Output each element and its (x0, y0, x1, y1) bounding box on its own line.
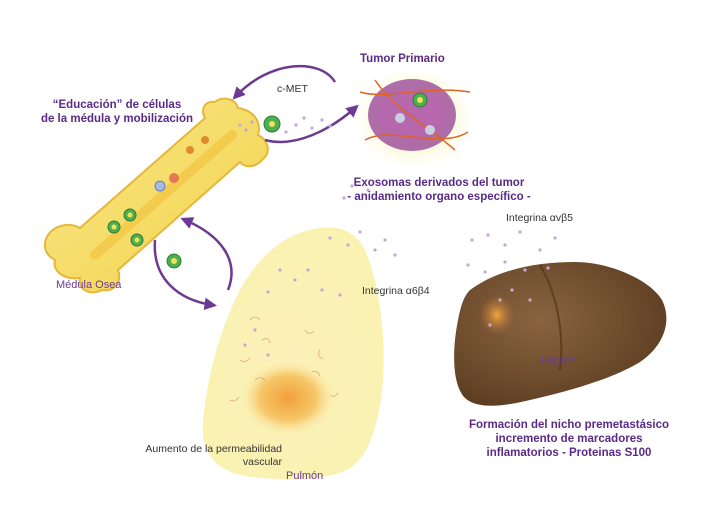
label-bone-marrow: Médula Osea (56, 279, 122, 291)
arrow-marrow-to-tumor (264, 104, 359, 144)
circulation-arrows (153, 64, 359, 311)
title-primary-tumor: Tumor Primario (360, 53, 445, 65)
lung-vessels (229, 316, 339, 402)
title-education-line2: de la médula y mobilización (40, 113, 194, 125)
label-permeability-line2: vascular (242, 456, 282, 468)
arrow-lung-to-marrow (180, 217, 233, 291)
lung-lesion (240, 360, 336, 436)
label-liver: Hígado (541, 355, 577, 367)
title-exosomes-line1: Exosomas derivados del tumor (353, 177, 525, 189)
liver-lesion (479, 295, 515, 335)
title-niche-line1: Formación del nicho premetastásico (468, 419, 670, 431)
title-education: “Educación” de células de la médula y mo… (12, 98, 222, 126)
title-niche-line3: inflamatorios - Proteinas S100 (486, 447, 652, 459)
lung (202, 227, 384, 480)
title-exosomes-line2: - anidamiento organo específico - (347, 191, 531, 203)
label-lung: Pulmón (286, 470, 324, 482)
title-exosomes: Exosomas derivados del tumor - anidamien… (334, 176, 544, 204)
arrow-tumor-to-marrow (232, 64, 337, 100)
label-permeability: Aumento de la permeabilidad vascular (112, 443, 282, 469)
label-cmet: c-MET (277, 83, 308, 95)
bone-marrow (43, 97, 269, 294)
title-niche-line2: incremento de marcadores (495, 433, 643, 445)
exosome-dots (238, 116, 557, 357)
circulating-cell-left (166, 253, 182, 269)
title-niche: Formación del nicho premetastásico incre… (455, 418, 683, 460)
label-permeability-line1: Aumento de la permeabilidad (145, 443, 282, 455)
arrow-marrow-to-lung (153, 239, 217, 311)
label-integrin-a6b4: Integrina α6β4 (362, 285, 430, 297)
liver (454, 262, 667, 406)
title-education-line1: “Educación” de células (52, 99, 182, 111)
primary-tumor (356, 68, 472, 168)
circulating-cell-top (263, 115, 281, 133)
label-integrin-avb5: Integrina αvβ5 (506, 212, 573, 224)
